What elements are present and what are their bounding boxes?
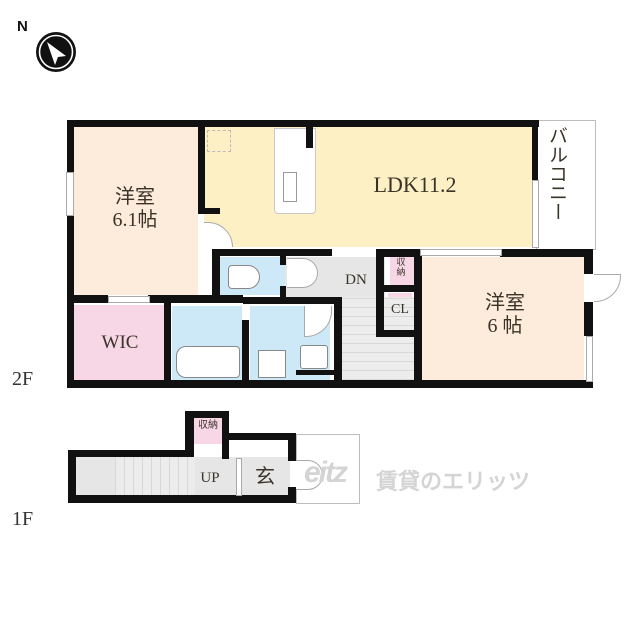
wall: [296, 370, 336, 375]
wall: [280, 286, 286, 298]
western-room-left-label: 洋室 6.1帖: [90, 186, 180, 232]
floor-plan-1f: 収納 UP 玄 1F: [0, 400, 640, 540]
wall: [185, 411, 229, 418]
wall: [74, 295, 108, 303]
entrance-label: 玄: [255, 466, 275, 488]
wall: [67, 120, 539, 127]
wall: [198, 120, 205, 212]
closet-label: CL: [391, 302, 409, 317]
wash-basin-icon: [300, 345, 328, 369]
floor-plan-2f: バルコニー: [12, 120, 621, 390]
western-room-right-label: 洋室 6 帖: [460, 292, 550, 338]
window: [532, 180, 539, 248]
north-arrow-icon: [34, 30, 78, 74]
room-size: 6.1帖: [112, 209, 158, 231]
wall: [185, 411, 194, 457]
storage-2f-label: 収納: [396, 257, 406, 277]
toilet-icon: [228, 265, 260, 289]
wall: [212, 249, 332, 256]
stairs-1f: [115, 457, 195, 495]
storage-2f: [390, 257, 414, 285]
western-room-left: [74, 127, 198, 295]
wall: [414, 249, 422, 383]
wall: [68, 450, 76, 503]
balcony: [536, 120, 596, 250]
wall: [306, 120, 313, 148]
storage-1f: [194, 418, 222, 444]
wall: [68, 495, 296, 503]
wall: [500, 249, 593, 257]
wall: [584, 249, 593, 274]
wall: [164, 295, 171, 383]
room-name: 洋室: [485, 292, 525, 314]
wall: [198, 208, 220, 214]
sliding-door: [420, 249, 502, 256]
wall: [67, 380, 593, 388]
wall: [222, 433, 294, 440]
stairs-up-label: UP: [200, 470, 220, 486]
wall: [334, 297, 342, 382]
ldk-label: LDK11.2: [373, 172, 457, 197]
window: [66, 172, 74, 216]
floor-label-1f: 1F: [12, 508, 34, 530]
wall: [212, 249, 220, 303]
floor-label-2f: 2F: [12, 368, 34, 390]
wall: [376, 330, 420, 337]
wall: [288, 433, 296, 461]
wall: [243, 297, 338, 304]
door-swing: [287, 258, 318, 288]
watermark-logo: eitz: [304, 456, 348, 489]
room-size: 6 帖: [487, 315, 523, 337]
partition: [236, 458, 242, 496]
wic-label: WIC: [101, 332, 139, 353]
wall: [584, 302, 593, 336]
sliding-door: [108, 296, 150, 303]
wall: [376, 285, 420, 292]
door-swing: [594, 274, 621, 302]
wall: [532, 120, 538, 180]
watermark-text: 賃貸のエリッツ: [376, 470, 531, 495]
storage-1f-label: 収納: [198, 420, 218, 431]
western-room-right: [422, 257, 584, 380]
wall: [280, 249, 286, 265]
window: [586, 336, 593, 382]
north-label: N: [17, 18, 28, 35]
fridge-space: [207, 130, 231, 152]
balcony-label: バルコニー: [546, 126, 567, 221]
washing-machine-icon: [258, 350, 286, 378]
wall: [242, 320, 249, 382]
wall: [68, 450, 188, 457]
wic-room: [74, 305, 164, 380]
bathtub-icon: [176, 346, 240, 378]
door-swing: [296, 460, 323, 490]
wall: [148, 295, 243, 303]
wall: [67, 120, 74, 388]
ldk-room: [204, 127, 532, 247]
wall: [376, 249, 420, 257]
room-name: 洋室: [115, 186, 155, 208]
stairs-down-label: DN: [345, 272, 367, 288]
kitchen-sink-icon: [283, 172, 297, 202]
